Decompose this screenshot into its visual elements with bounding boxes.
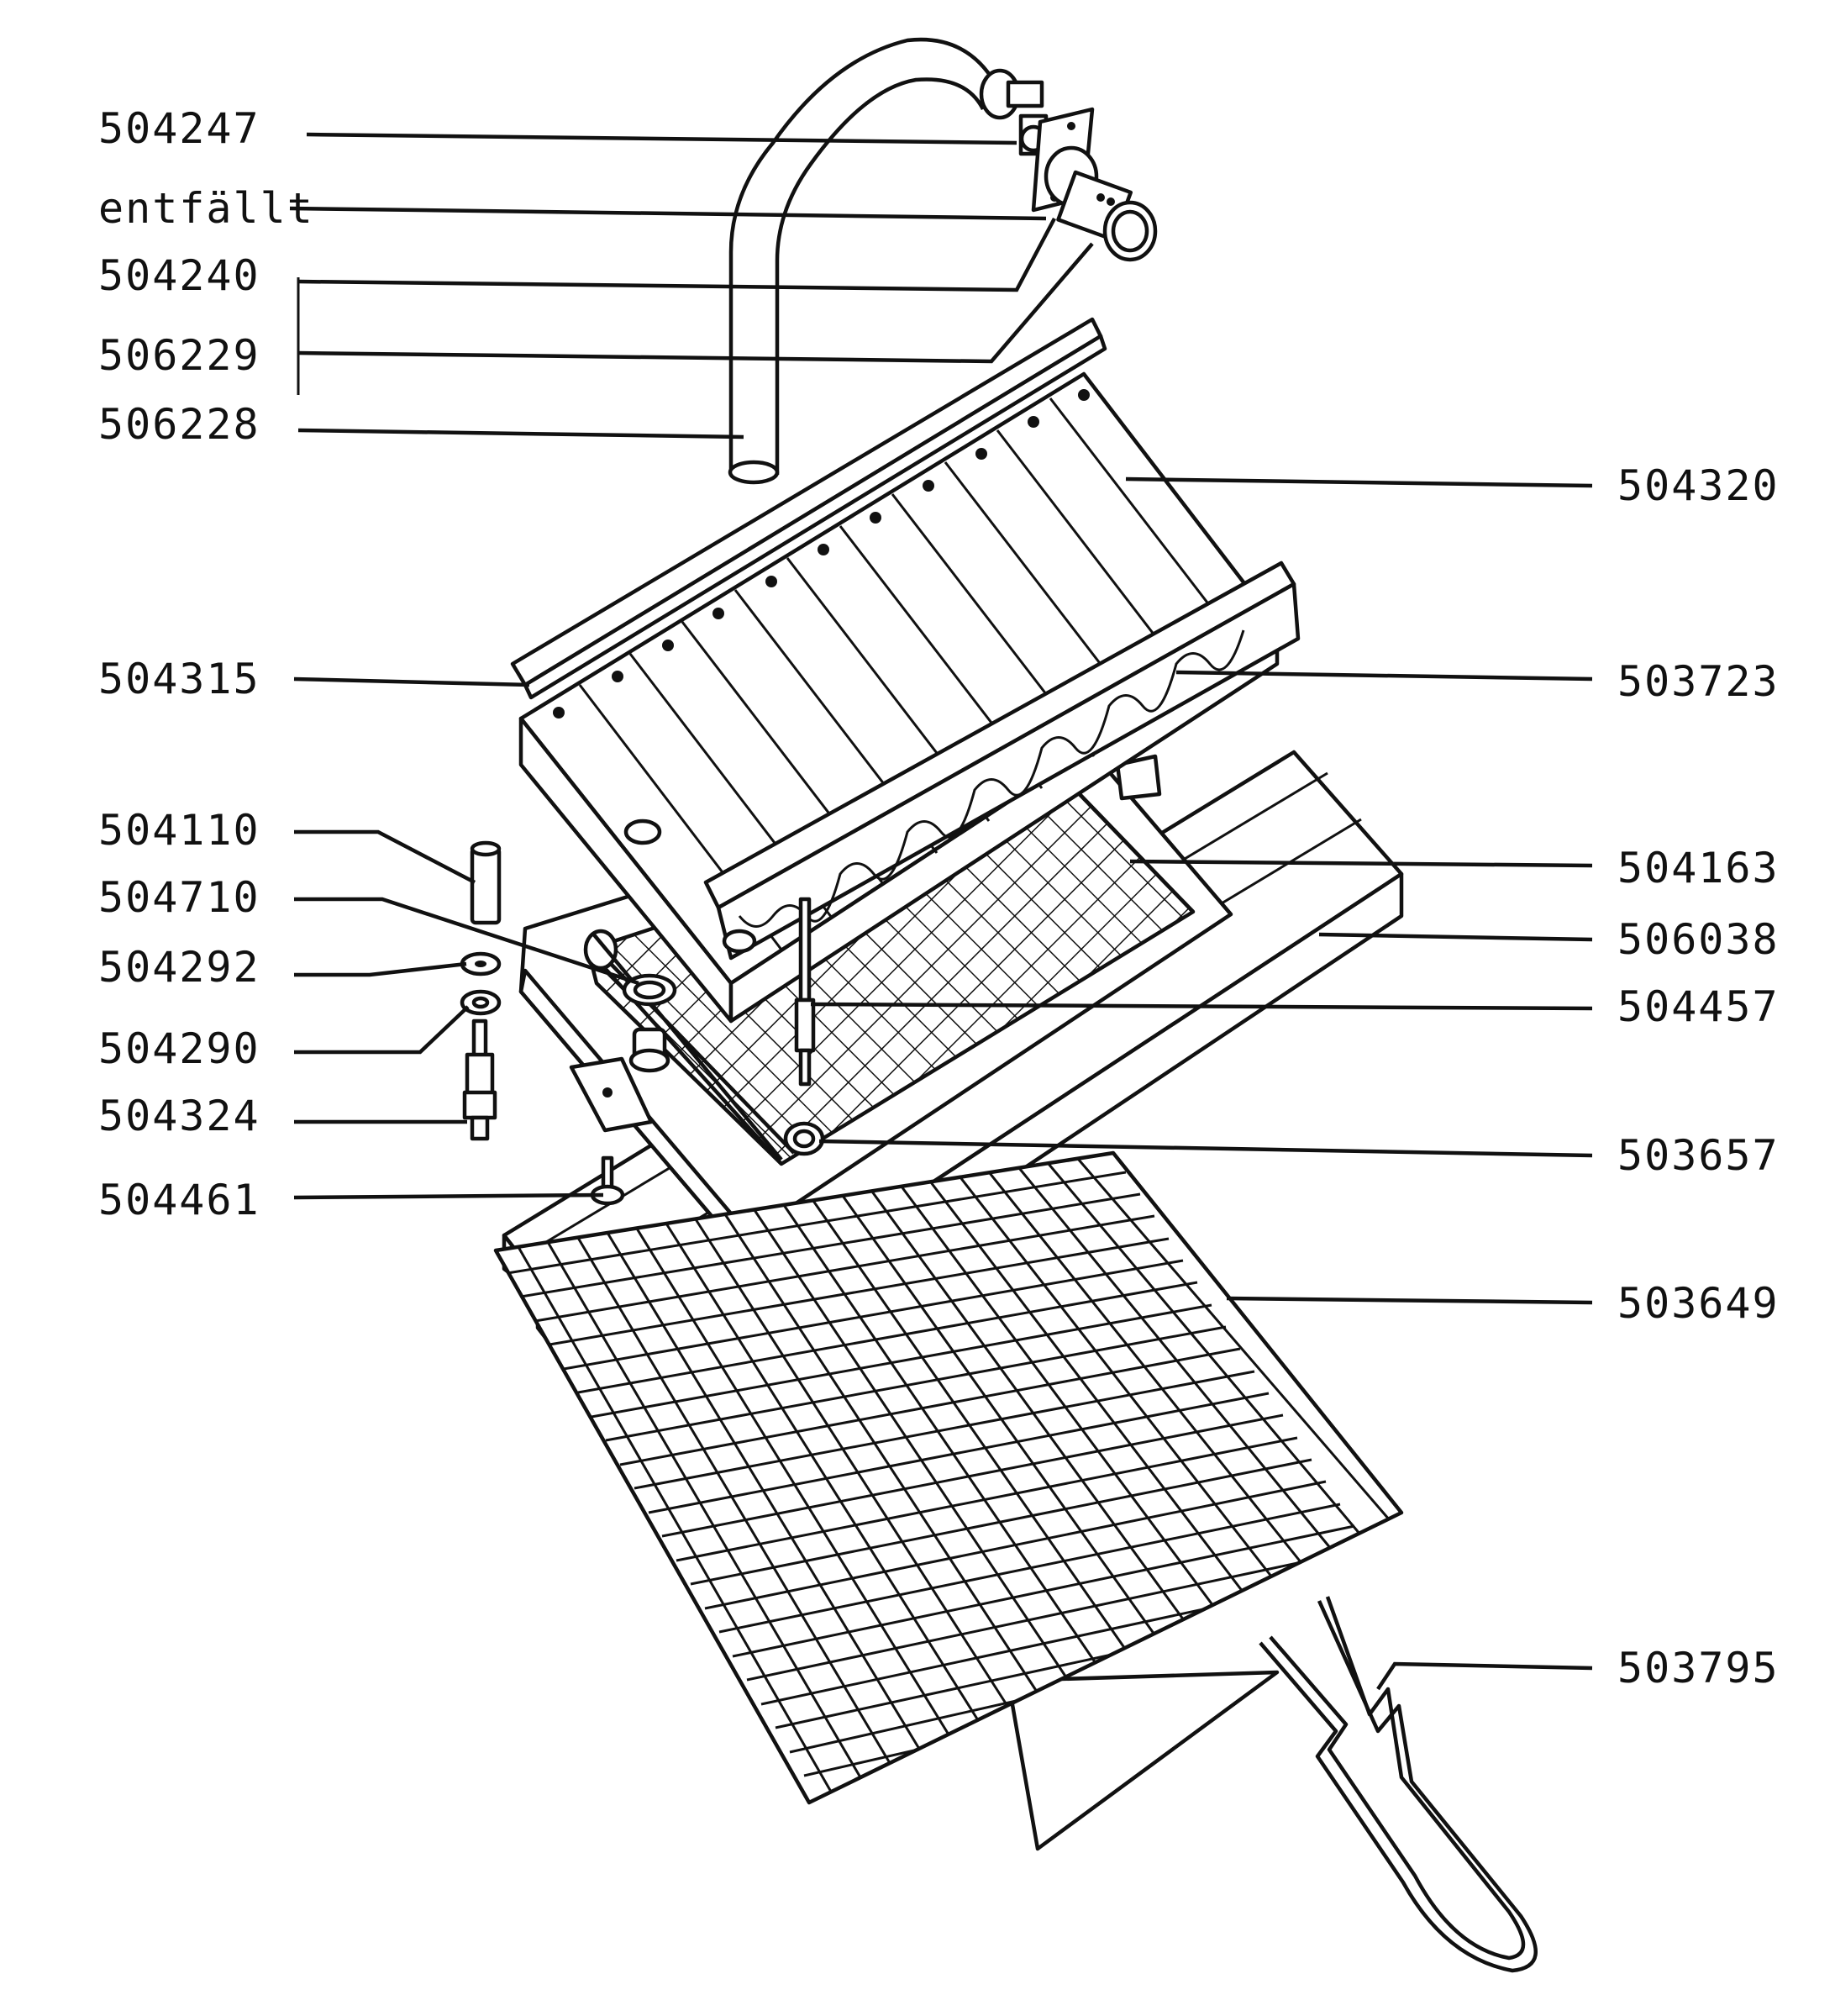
callout-503657: 503657	[1617, 1131, 1780, 1180]
handle-503795	[1259, 1596, 1538, 1973]
callout-504710: 504710	[98, 873, 260, 922]
gas-pipe-506228	[728, 37, 997, 475]
washer-504292	[460, 951, 502, 976]
grid-bars	[507, 1158, 1401, 1792]
callout-504457: 504457	[1617, 982, 1780, 1031]
callout-503723: 503723	[1617, 657, 1780, 706]
callout-504292: 504292	[98, 943, 260, 992]
rail-504315	[510, 317, 1107, 700]
grill-grid-503649	[493, 1150, 1404, 1851]
callout-504240: 504240	[98, 251, 260, 300]
callout-504163: 504163	[1617, 844, 1780, 892]
plate-holes	[553, 389, 1090, 718]
rail-503723	[703, 561, 1301, 961]
electrode-504457	[794, 897, 816, 1087]
callout-504324: 504324	[98, 1092, 260, 1140]
plate-bore	[623, 819, 662, 845]
callout-entfallt: entfällt	[98, 184, 314, 233]
callout-504247: 504247	[98, 104, 260, 153]
washer-504290	[460, 989, 502, 1016]
callout-labels-left: 504247 entfällt 504240 506229 506228 504…	[98, 104, 314, 1224]
gas-pipe-assembly	[728, 37, 1158, 485]
pipe-end	[728, 460, 780, 485]
callout-504290: 504290	[98, 1024, 260, 1073]
leader-lines	[289, 132, 1593, 1691]
burner-tube-end	[583, 929, 618, 971]
thermocouple-504324	[462, 1019, 497, 1141]
callout-503649: 503649	[1617, 1279, 1780, 1328]
pin-504110	[470, 840, 502, 925]
callout-506038: 506038	[1617, 915, 1780, 964]
callout-504315: 504315	[98, 655, 260, 703]
callout-506228: 506228	[98, 400, 260, 449]
small-parts	[460, 840, 825, 1206]
callout-504461: 504461	[98, 1176, 260, 1224]
nozzle-506229	[1044, 145, 1158, 262]
callout-504320: 504320	[1617, 461, 1780, 510]
callout-506229: 506229	[98, 331, 260, 380]
callout-labels-right: 504320 503723 504163 506038 504457 50365…	[1617, 461, 1780, 1692]
callout-503795: 503795	[1617, 1644, 1780, 1692]
fitting-503657	[783, 1121, 825, 1156]
callout-504110: 504110	[98, 806, 260, 855]
